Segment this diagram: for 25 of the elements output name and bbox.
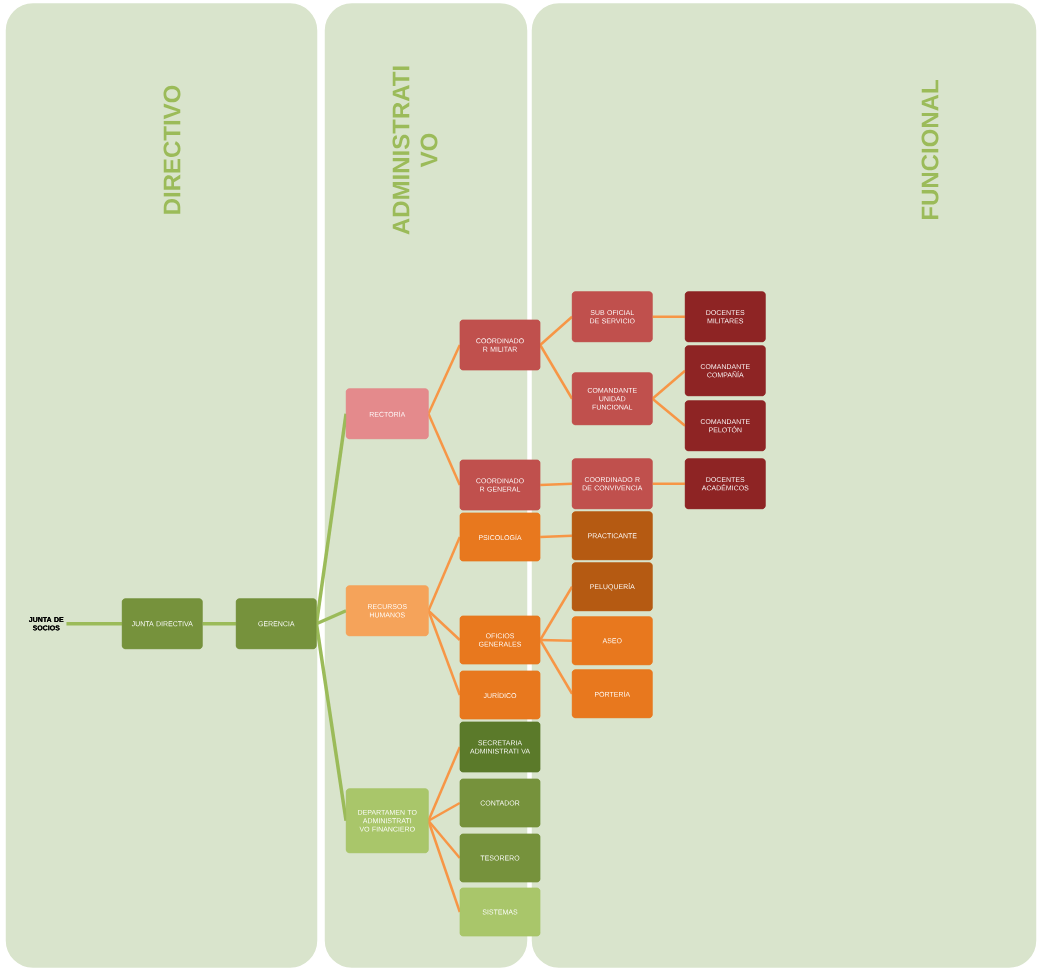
connector-line (427, 801, 461, 822)
connector-line (202, 622, 237, 626)
connector-line (314, 413, 348, 624)
connector-line (427, 746, 461, 822)
connector-line (66, 622, 123, 626)
connector-line (539, 586, 574, 641)
connector-line (427, 344, 461, 415)
connector-line (539, 315, 573, 346)
connector-line (539, 639, 574, 695)
connector-line (427, 820, 461, 913)
connector-line (427, 609, 461, 641)
connector-line (539, 344, 574, 400)
connector-line (540, 638, 573, 642)
connector-line (540, 482, 573, 487)
connector-line (427, 413, 461, 486)
connector-line (651, 369, 686, 400)
connector-line (314, 623, 348, 821)
connector-line (315, 609, 347, 626)
connector-line (427, 610, 461, 696)
connector-line (652, 315, 686, 318)
connector-line (427, 536, 461, 612)
connector-line (651, 397, 686, 427)
connector-line (652, 482, 686, 485)
connector-line (427, 819, 461, 859)
connector-line (540, 534, 573, 539)
